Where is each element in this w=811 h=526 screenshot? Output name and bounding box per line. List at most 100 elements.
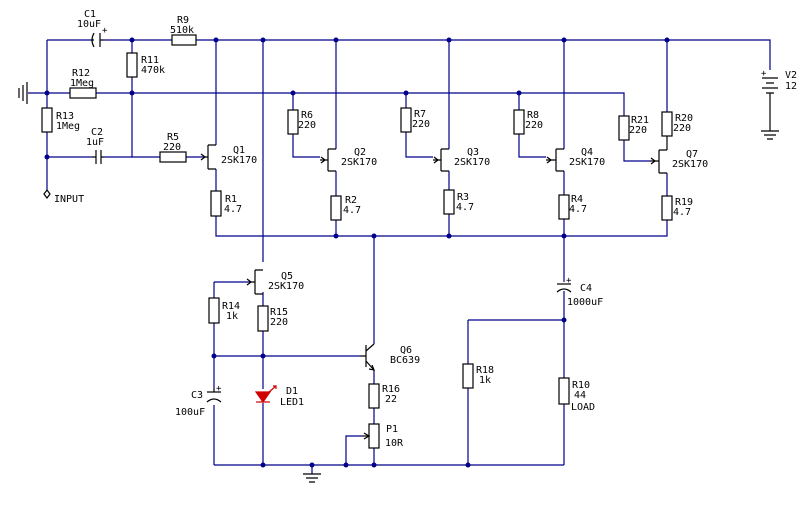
r2-value: 4.7 xyxy=(343,205,361,216)
r10-value: 44 xyxy=(574,390,586,401)
jfet-q7: Q7 2SK170 xyxy=(650,136,708,174)
r20-value: 220 xyxy=(673,123,691,134)
r8-value: 220 xyxy=(525,120,543,131)
jfet-q2: Q2 2SK170 xyxy=(320,147,377,172)
q6-ref: Q6 xyxy=(400,345,412,356)
r15-ref: R15 xyxy=(270,307,288,318)
r21-ref: R21 xyxy=(631,115,649,126)
resistor-r6: R6 220 xyxy=(287,109,316,135)
r13-value: 1Meg xyxy=(56,121,80,132)
r8-ref: R8 xyxy=(527,110,539,121)
svg-text:+: + xyxy=(216,384,222,394)
c3-ref: C3 xyxy=(191,390,203,401)
battery-v2: + V2 12 xyxy=(761,69,797,116)
q2-ref: Q2 xyxy=(354,147,366,158)
potentiometer-p1: P1 10R xyxy=(362,423,404,449)
v2-value: 12 xyxy=(785,81,797,92)
r11-value: 470k xyxy=(141,65,165,76)
r5-value: 220 xyxy=(163,142,181,153)
r19-value: 4.7 xyxy=(673,207,691,218)
c2-value: 1uF xyxy=(86,137,104,148)
ground-icon xyxy=(761,116,779,140)
junction-dots xyxy=(44,37,670,468)
resistor-r8: R8 220 xyxy=(513,109,543,135)
svg-text:+: + xyxy=(102,26,108,36)
r7-value: 220 xyxy=(412,119,430,130)
c1-value: 10uF xyxy=(77,19,101,30)
r10-note: LOAD xyxy=(571,402,595,413)
r4-value: 4.7 xyxy=(569,204,587,215)
r10-ref: R10 xyxy=(572,380,590,391)
resistor-r3: R3 4.7 xyxy=(443,189,474,215)
q7-ref: Q7 xyxy=(686,149,698,160)
resistor-r11: R11 470k xyxy=(126,52,165,78)
jfet-q3: Q3 2SK170 xyxy=(433,147,490,172)
jfet-q5: Q5 2SK170 xyxy=(246,269,304,295)
resistor-r16: R16 22 xyxy=(368,383,400,409)
capacitor-c4: + C4 1000uF xyxy=(556,276,603,308)
resistor-r19: R19 4.7 xyxy=(661,195,693,221)
q1-ref: Q1 xyxy=(233,145,245,156)
r21-value: 220 xyxy=(629,125,647,136)
r2-ref: R2 xyxy=(345,195,357,206)
q5-value: 2SK170 xyxy=(268,281,304,292)
ground-icon xyxy=(303,473,321,483)
c4-value: 1000uF xyxy=(567,297,603,308)
resistor-r5: R5 220 xyxy=(159,132,187,163)
v2-ref: V2 xyxy=(785,70,797,81)
resistor-r15: R15 220 xyxy=(257,305,288,332)
r18-ref: R18 xyxy=(476,365,494,376)
capacitor-c2: C2 1uF xyxy=(86,127,104,164)
q5-ref: Q5 xyxy=(281,271,293,282)
r12-ref: R12 xyxy=(72,68,90,79)
resistor-r10-load: R10 44 LOAD xyxy=(558,377,595,413)
c4-ref: C4 xyxy=(580,283,592,294)
r1-ref: R1 xyxy=(225,194,237,205)
q7-value: 2SK170 xyxy=(672,159,708,170)
r12-value: 1Meg xyxy=(70,78,94,89)
d1-value: LED1 xyxy=(280,397,304,408)
r19-ref: R19 xyxy=(675,197,693,208)
r13-ref: R13 xyxy=(56,111,74,122)
resistor-r20: R20 220 xyxy=(661,111,693,137)
c1-ref: C1 xyxy=(84,9,96,20)
r15-value: 220 xyxy=(270,317,288,328)
input-terminal: INPUT xyxy=(43,189,84,205)
d1-ref: D1 xyxy=(286,386,298,397)
r16-ref: R16 xyxy=(382,384,400,395)
r14-value: 1k xyxy=(226,311,238,322)
r1-value: 4.7 xyxy=(224,204,242,215)
q1-value: 2SK170 xyxy=(221,155,257,166)
r11-ref: R11 xyxy=(141,55,159,66)
resistor-r14: R14 1k xyxy=(208,297,240,324)
ground-icon xyxy=(18,82,28,104)
capacitor-c3: + C3 100uF xyxy=(175,384,222,418)
resistor-r7: R7 220 xyxy=(400,107,430,133)
jfet-q1: Q1 2SK170 xyxy=(200,144,257,170)
q2-value: 2SK170 xyxy=(341,157,377,168)
resistor-r21: R21 220 xyxy=(618,115,649,141)
q6-value: BC639 xyxy=(390,355,420,366)
resistor-r4: R4 4.7 xyxy=(558,194,587,220)
resistor-r9: R9 510k xyxy=(170,15,197,46)
jfet-q4: Q4 2SK170 xyxy=(546,147,605,172)
q4-value: 2SK170 xyxy=(569,157,605,168)
input-label: INPUT xyxy=(54,194,84,205)
q3-value: 2SK170 xyxy=(454,157,490,168)
bjt-q6: Q6 BC639 xyxy=(360,343,420,371)
resistor-r1: R1 4.7 xyxy=(210,190,242,217)
wires xyxy=(28,39,771,474)
c2-ref: C2 xyxy=(91,127,103,138)
p1-value: 10R xyxy=(385,438,404,449)
svg-text:+: + xyxy=(566,276,572,286)
r3-ref: R3 xyxy=(457,192,469,203)
r6-value: 220 xyxy=(298,120,316,131)
r18-value: 1k xyxy=(479,375,491,386)
q3-ref: Q3 xyxy=(467,147,479,158)
resistor-r12: R12 1Meg xyxy=(69,68,97,99)
q4-ref: Q4 xyxy=(581,147,593,158)
r9-value: 510k xyxy=(170,25,194,36)
led-d1: D1 LED1 xyxy=(254,385,304,408)
capacitor-c1: + C1 10uF xyxy=(77,9,108,48)
